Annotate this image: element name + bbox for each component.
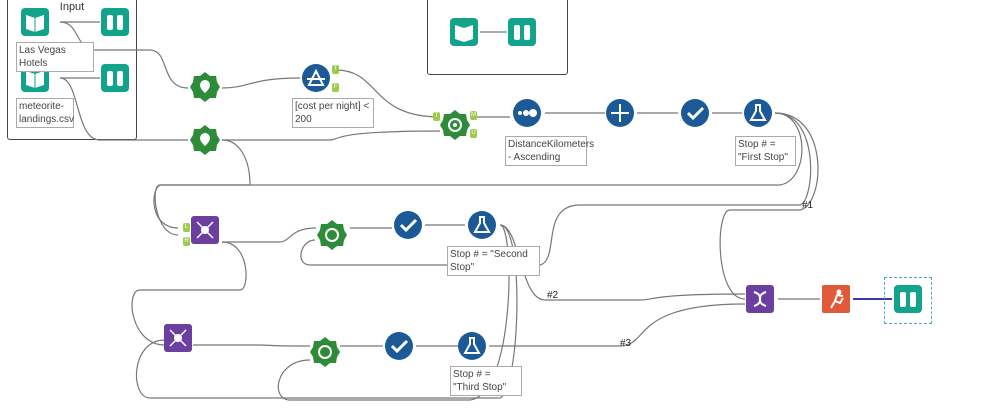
- target-anchor[interactable]: T: [433, 112, 440, 121]
- wire: [300, 112, 812, 266]
- input-data-tool-1[interactable]: [20, 7, 50, 37]
- run-command-tool[interactable]: [821, 284, 851, 314]
- sort-tool[interactable]: [512, 98, 542, 128]
- wire: [222, 130, 441, 141]
- annotation-filter: [cost per night] < 200: [292, 98, 374, 128]
- wire: [193, 344, 311, 347]
- browse-tool-3[interactable]: [507, 17, 537, 47]
- annotation-formula-3: Stop # = "Third Stop": [450, 366, 522, 396]
- wire-label-2: #2: [547, 290, 559, 301]
- wire: [222, 227, 317, 243]
- select-tool-1[interactable]: [680, 98, 710, 128]
- unmatched-anchor[interactable]: U: [470, 129, 477, 138]
- wire: [59, 21, 189, 89]
- select-tool-2[interactable]: [393, 210, 423, 240]
- container-title: Input: [59, 1, 85, 13]
- browse-tool-final[interactable]: [893, 284, 923, 314]
- wire: [153, 112, 803, 229]
- left-anchor[interactable]: L: [183, 223, 190, 232]
- wire: [335, 69, 441, 118]
- formula-tool-1[interactable]: [743, 98, 773, 128]
- join-tool-2[interactable]: [163, 323, 193, 353]
- annotation-formula-2: Stop # = "Second Stop": [447, 246, 540, 276]
- true-anchor[interactable]: T: [332, 65, 339, 74]
- browse-tool-2[interactable]: [100, 63, 130, 93]
- false-anchor[interactable]: F: [332, 83, 339, 92]
- annotation-las-vegas: Las Vegas Hotels: [16, 42, 94, 72]
- annotation-meteorite: meteorite-landings.csv: [16, 98, 74, 128]
- annotation-sort: DistanceKilometers - Ascending: [505, 136, 594, 166]
- annotation-formula-1: Stop # = "First Stop": [735, 136, 796, 166]
- select-tool-3[interactable]: [384, 331, 414, 361]
- input-data-tool-3[interactable]: [449, 17, 479, 47]
- join-tool-1[interactable]: [190, 215, 220, 245]
- append-fields-tool[interactable]: [605, 98, 635, 128]
- wire: [59, 77, 188, 141]
- selection-box: [884, 277, 932, 324]
- spatial-match-tool-1[interactable]: [440, 110, 470, 140]
- formula-tool-2[interactable]: [467, 210, 497, 240]
- filter-tool[interactable]: [301, 63, 331, 93]
- wire: [489, 303, 746, 347]
- formula-tool-3[interactable]: [457, 331, 487, 361]
- match-anchor[interactable]: M: [470, 111, 477, 120]
- union-tool[interactable]: [745, 284, 775, 314]
- browse-tool-1[interactable]: [100, 7, 130, 37]
- wire: [221, 77, 301, 89]
- wire: [719, 112, 819, 300]
- spatial-match-tool-2[interactable]: [317, 220, 347, 250]
- wire: [131, 241, 247, 346]
- wire: [499, 224, 746, 301]
- wire-label-1: #1: [802, 200, 814, 211]
- create-points-tool-2[interactable]: [190, 125, 220, 155]
- wire-label-3: #3: [620, 338, 632, 349]
- right-anchor[interactable]: R: [183, 237, 190, 246]
- spatial-match-tool-3[interactable]: [310, 337, 340, 367]
- create-points-tool-1[interactable]: [190, 72, 220, 102]
